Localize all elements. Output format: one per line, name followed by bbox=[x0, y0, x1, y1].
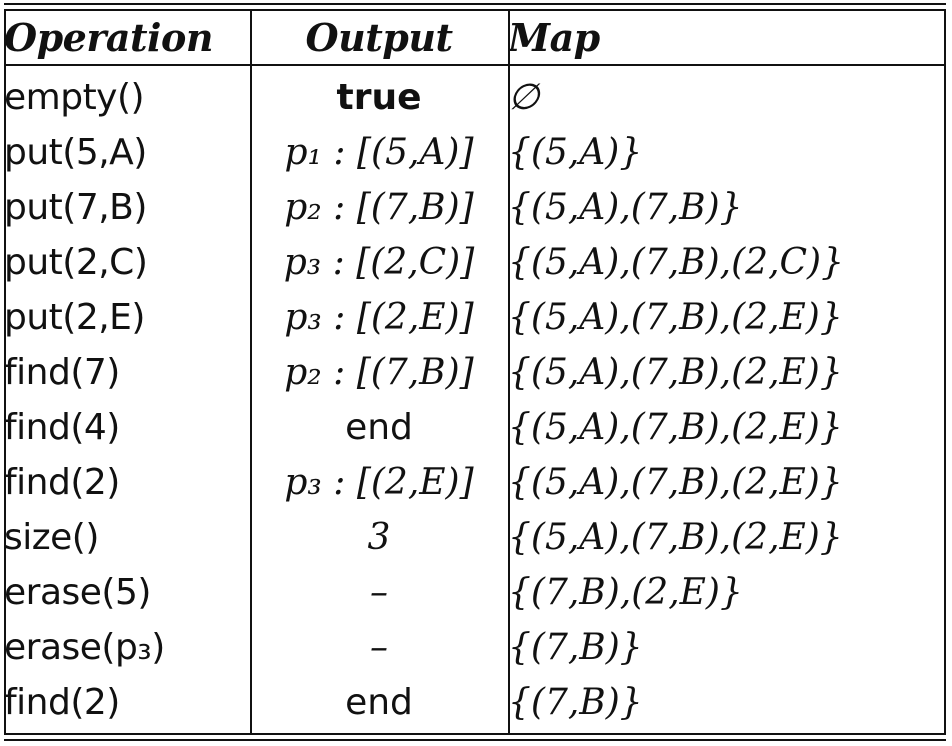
table-row: put(7,B) p₂ : [(7,B)] {(5,A),(7,B)} bbox=[4, 180, 946, 235]
table-row: put(5,A) p₁ : [(5,A)] {(5,A)} bbox=[4, 125, 946, 180]
header-operation: Operation bbox=[4, 14, 213, 60]
map-cell: {(5,A),(7,B),(2,C)} bbox=[508, 242, 845, 283]
table-row: erase(5) – {(7,B),(2,E)} bbox=[4, 565, 946, 620]
output-cell: p₂ : [(7,B)] bbox=[284, 187, 474, 228]
output-cell: true bbox=[336, 77, 422, 118]
top-rule-outer bbox=[4, 3, 946, 5]
operation-cell: erase(p₃) bbox=[4, 627, 165, 668]
map-cell: {(5,A),(7,B),(2,E)} bbox=[508, 297, 843, 338]
map-cell: {(7,B),(2,E)} bbox=[508, 572, 743, 613]
output-cell: p₃ : [(2,C)] bbox=[283, 242, 475, 283]
right-border bbox=[944, 10, 946, 735]
output-cell: end bbox=[345, 682, 413, 723]
top-rule-inner bbox=[4, 9, 946, 11]
operation-cell: find(4) bbox=[4, 407, 120, 448]
bottom-rule-outer bbox=[4, 739, 946, 741]
table-row: empty() true ∅ bbox=[4, 64, 946, 125]
operation-cell: size() bbox=[4, 517, 99, 558]
table-row: find(2) end {(7,B)} bbox=[4, 675, 946, 730]
table-row: size() 3 {(5,A),(7,B),(2,E)} bbox=[4, 510, 946, 565]
operation-cell: put(2,E) bbox=[4, 297, 145, 338]
map-cell: {(7,B)} bbox=[508, 627, 643, 668]
table-row: find(7) p₂ : [(7,B)] {(5,A),(7,B),(2,E)} bbox=[4, 345, 946, 400]
output-cell: end bbox=[345, 407, 413, 448]
output-cell: p₃ : [(2,E)] bbox=[284, 462, 474, 503]
operation-cell: find(2) bbox=[4, 682, 120, 723]
map-cell: ∅ bbox=[508, 77, 540, 118]
bottom-rule-inner bbox=[4, 733, 946, 735]
operation-cell: erase(5) bbox=[4, 572, 151, 613]
output-cell: p₃ : [(2,E)] bbox=[284, 297, 474, 338]
map-cell: {(5,A),(7,B),(2,E)} bbox=[508, 352, 843, 393]
operation-cell: find(2) bbox=[4, 462, 120, 503]
output-cell: – bbox=[370, 627, 388, 668]
map-operations-table: Operation Output Map empty() true ∅ put(5,A… bbox=[4, 10, 946, 730]
output-cell: p₂ : [(7,B)] bbox=[284, 352, 474, 393]
header-row: Operation Output Map bbox=[4, 10, 946, 64]
map-cell: {(5,A),(7,B),(2,E)} bbox=[508, 462, 843, 503]
table-row: find(2) p₃ : [(2,E)] {(5,A),(7,B),(2,E)} bbox=[4, 455, 946, 510]
header-map: Map bbox=[508, 14, 600, 60]
table-row: erase(p₃) – {(7,B)} bbox=[4, 620, 946, 675]
output-cell: 3 bbox=[367, 517, 391, 558]
column-divider-2 bbox=[508, 10, 510, 735]
map-cell: {(5,A)} bbox=[508, 132, 643, 173]
operation-cell: put(5,A) bbox=[4, 132, 147, 173]
operation-cell: empty() bbox=[4, 77, 145, 118]
table-body: empty()true∅put(5,A)p₁ : [(5,A)]{(5,A)}p… bbox=[4, 64, 946, 730]
column-divider-1 bbox=[250, 10, 252, 735]
map-cell: {(5,A),(7,B)} bbox=[508, 187, 743, 228]
output-cell: p₁ : [(5,A)] bbox=[284, 132, 474, 173]
table-row: put(2,E) p₃ : [(2,E)] {(5,A),(7,B),(2,E)} bbox=[4, 290, 946, 345]
operation-cell: put(7,B) bbox=[4, 187, 147, 228]
left-border bbox=[4, 10, 6, 735]
map-cell: {(5,A),(7,B),(2,E)} bbox=[508, 407, 843, 448]
operation-cell: find(7) bbox=[4, 352, 120, 393]
table-row: put(2,C) p₃ : [(2,C)] {(5,A),(7,B),(2,C)} bbox=[4, 235, 946, 290]
table-row: find(4) end {(5,A),(7,B),(2,E)} bbox=[4, 400, 946, 455]
header-output: Output bbox=[305, 14, 453, 60]
map-cell: {(5,A),(7,B),(2,E)} bbox=[508, 517, 843, 558]
map-cell: {(7,B)} bbox=[508, 682, 643, 723]
output-cell: – bbox=[370, 572, 388, 613]
operation-cell: put(2,C) bbox=[4, 242, 148, 283]
header-rule bbox=[4, 64, 946, 66]
